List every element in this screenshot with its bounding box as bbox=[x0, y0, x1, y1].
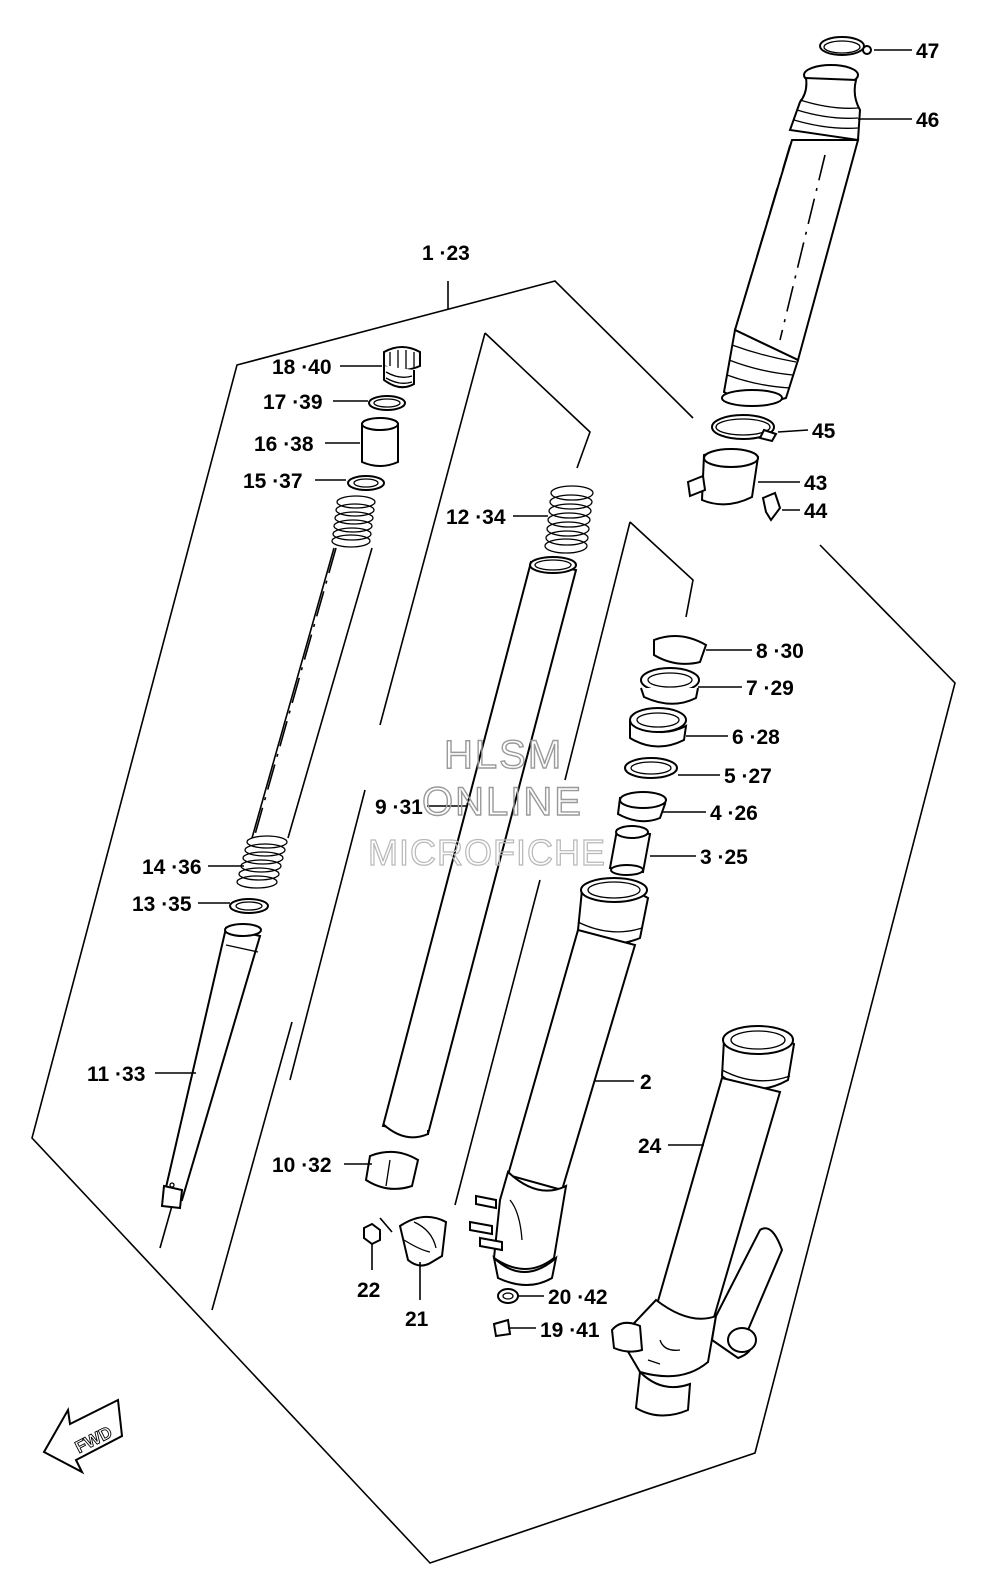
washer-20 bbox=[497, 1288, 519, 1304]
watermark-line-3: MICROFICHE bbox=[368, 832, 606, 873]
clamp-47 bbox=[819, 36, 865, 56]
callout-20-42: 20 ·42 bbox=[548, 1286, 608, 1309]
axle-holder-21 bbox=[363, 1215, 448, 1267]
watermark: HLSM ONLINE MICROFICHE bbox=[367, 732, 606, 873]
callout-5-27: 5 ·27 bbox=[724, 765, 772, 788]
nut-22 bbox=[363, 1222, 381, 1246]
callout-4-26: 4 ·26 bbox=[710, 802, 758, 825]
callout-17-39: 17 ·39 bbox=[263, 391, 323, 414]
inner-tube-9 bbox=[364, 485, 594, 1190]
callout-8-30: 8 ·30 bbox=[756, 640, 804, 663]
dust-seal-8 bbox=[653, 635, 708, 665]
spacer-16 bbox=[361, 423, 399, 467]
watermark-line-1: HLSM bbox=[444, 733, 563, 777]
fwd-arrow-icon: FWD bbox=[42, 1398, 124, 1475]
callout-12-34: 12 ·34 bbox=[446, 506, 506, 529]
callout-15-37: 15 ·37 bbox=[243, 470, 303, 493]
bolt-19 bbox=[492, 1318, 512, 1338]
callout-22: 22 bbox=[357, 1279, 380, 1302]
callout-43: 43 bbox=[804, 472, 827, 495]
seal-stack bbox=[608, 635, 708, 876]
spring-14 bbox=[236, 835, 288, 889]
fork-boot-46 bbox=[711, 36, 872, 443]
outer-tube-2 bbox=[469, 877, 650, 1286]
callout-13-35: 13 ·35 bbox=[132, 893, 192, 916]
retainer-5 bbox=[624, 757, 678, 779]
callout-6-28: 6 ·28 bbox=[732, 726, 780, 749]
damper-rod-11 bbox=[162, 926, 262, 1202]
callout-7-29: 7 ·29 bbox=[746, 677, 794, 700]
leader-lines bbox=[155, 49, 912, 1329]
bracket-43 bbox=[686, 448, 782, 522]
bolt-44 bbox=[761, 491, 782, 522]
callout-11-33: 11 ·33 bbox=[87, 1063, 145, 1086]
callout-21: 21 bbox=[405, 1308, 429, 1331]
callout-18-40: 18 ·40 bbox=[272, 356, 332, 379]
callout-1-23: 1 ·23 bbox=[422, 242, 470, 265]
callout-45: 45 bbox=[812, 420, 836, 443]
callout-2: 2 bbox=[640, 1071, 652, 1094]
callout-44: 44 bbox=[804, 500, 828, 523]
callout-14-36: 14 ·36 bbox=[142, 856, 202, 879]
spring-12 bbox=[544, 485, 594, 554]
callout-16-38: 16 ·38 bbox=[254, 433, 314, 456]
spring-upper-left bbox=[331, 495, 376, 548]
damper-assembly bbox=[160, 346, 421, 1210]
drain-bolt bbox=[492, 1288, 519, 1338]
outer-tube-24 bbox=[610, 1025, 796, 1417]
callout-24: 24 bbox=[638, 1135, 662, 1158]
callout-3-25: 3 ·25 bbox=[700, 846, 748, 869]
ring-13 bbox=[229, 898, 269, 914]
callout-labels: 47 46 1 ·23 18 ·40 17 ·39 16 ·38 15 ·37 … bbox=[87, 40, 939, 1342]
bush-10 bbox=[364, 1150, 420, 1190]
callout-47: 47 bbox=[916, 40, 939, 63]
washer-15 bbox=[347, 475, 385, 491]
callout-10-32: 10 ·32 bbox=[272, 1154, 332, 1177]
callout-9-31: 9 ·31 bbox=[375, 796, 423, 819]
callout-46: 46 bbox=[916, 109, 939, 132]
callout-19-41: 19 ·41 bbox=[540, 1319, 600, 1342]
watermark-line-2: ONLINE bbox=[422, 780, 583, 824]
